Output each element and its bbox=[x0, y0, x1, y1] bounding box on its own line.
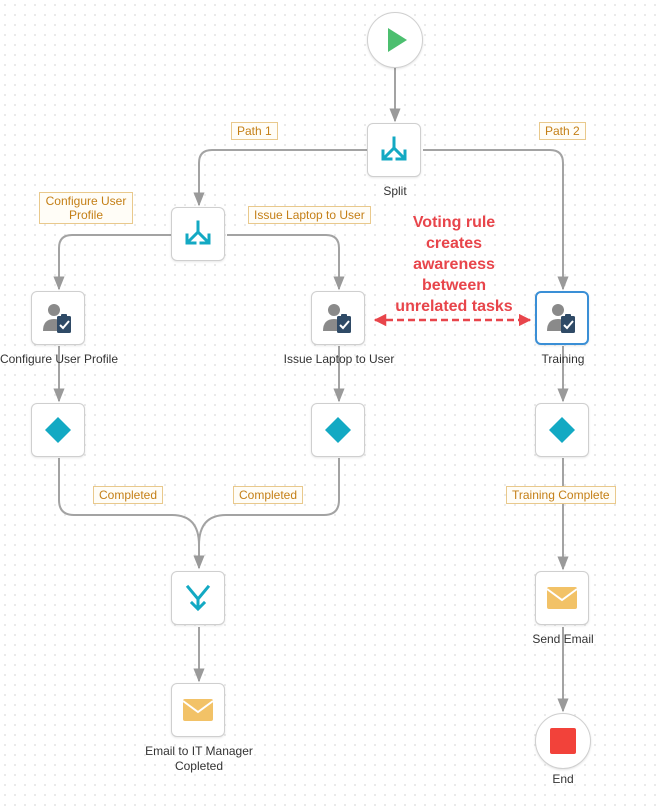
path-label-completed[interactable]: Completed bbox=[93, 486, 164, 504]
play-icon bbox=[388, 28, 407, 52]
start-node[interactable] bbox=[367, 12, 423, 68]
diamond-icon bbox=[325, 417, 351, 443]
envelope-icon bbox=[546, 587, 578, 609]
path-label-2[interactable]: Path 2 bbox=[539, 122, 586, 140]
merge-node[interactable] bbox=[171, 571, 225, 625]
end-node[interactable] bbox=[535, 713, 591, 769]
split-node[interactable] bbox=[367, 123, 421, 177]
task-caption: Configure User Profile bbox=[0, 352, 119, 366]
envelope-icon bbox=[182, 699, 214, 721]
end-caption: End bbox=[552, 772, 574, 786]
connector bbox=[423, 149, 569, 291]
connector bbox=[193, 149, 367, 207]
decision-configure[interactable] bbox=[31, 403, 85, 457]
connector bbox=[198, 458, 340, 546]
task-issue-laptop[interactable] bbox=[311, 291, 365, 345]
merge-icon bbox=[185, 584, 211, 612]
stop-icon bbox=[550, 728, 576, 754]
voting-rule-annotation: Voting rule creates awareness between un… bbox=[395, 214, 513, 315]
decision-training[interactable] bbox=[535, 403, 589, 457]
split-icon bbox=[185, 220, 211, 245]
task-configure-user-profile[interactable] bbox=[31, 291, 85, 345]
path-label-configure[interactable]: Configure User Profile bbox=[39, 192, 133, 224]
path-label-1[interactable]: Path 1 bbox=[231, 122, 278, 140]
user-task-icon bbox=[547, 304, 575, 333]
split-caption: Split bbox=[383, 184, 407, 198]
task-caption: Issue Laptop to User bbox=[283, 352, 395, 366]
connector bbox=[53, 234, 171, 291]
task-training[interactable] bbox=[535, 291, 589, 345]
diamond-icon bbox=[549, 417, 575, 443]
decision-laptop[interactable] bbox=[311, 403, 365, 457]
user-task-icon bbox=[323, 304, 351, 333]
email-caption: Send Email bbox=[532, 632, 594, 646]
path-label-laptop[interactable]: Issue Laptop to User bbox=[248, 206, 371, 224]
email-it-manager-node[interactable] bbox=[171, 683, 225, 737]
user-task-icon bbox=[43, 304, 71, 333]
split-icon bbox=[381, 136, 407, 161]
connector bbox=[58, 458, 205, 570]
email-caption: Email to IT Manager Copleted bbox=[145, 744, 253, 773]
path-label-completed[interactable]: Completed bbox=[233, 486, 304, 504]
path-label-training-complete[interactable]: Training Complete bbox=[506, 486, 616, 504]
split-node-secondary[interactable] bbox=[171, 207, 225, 261]
task-caption: Training bbox=[541, 352, 585, 366]
diamond-icon bbox=[45, 417, 71, 443]
connector bbox=[227, 234, 345, 291]
send-email-node[interactable] bbox=[535, 571, 589, 625]
